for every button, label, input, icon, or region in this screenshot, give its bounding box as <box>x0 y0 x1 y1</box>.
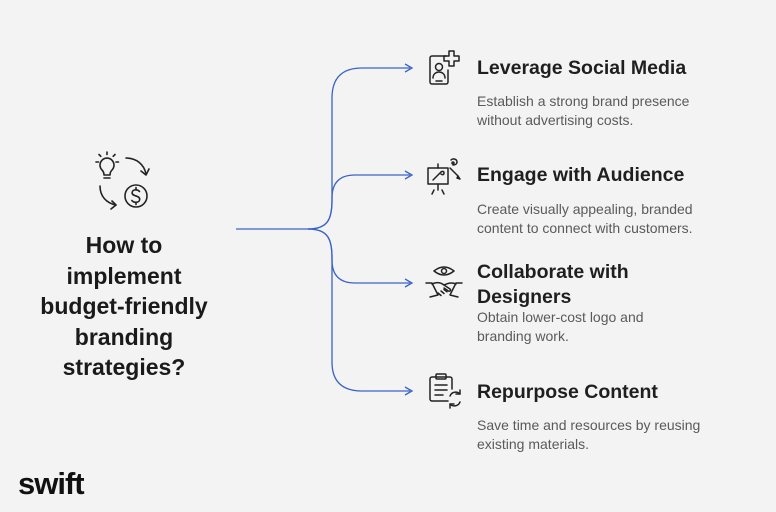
document-refresh-icon <box>429 373 461 409</box>
item-desc-collaborate-with-designers: Obtain lower-cost logo and branding work… <box>477 309 644 344</box>
connector-branch-1 <box>307 67 410 230</box>
item-desc-leverage-social-media: Establish a strong brand presence withou… <box>477 93 690 128</box>
item-title-engage-with-audience: Engage with Audience <box>477 164 685 186</box>
easel-brush-icon <box>427 158 461 195</box>
connector-branch-3 <box>307 228 410 284</box>
item-title-collaborate-with-designers: Collaborate with Designers <box>477 261 629 308</box>
item-title-leverage-social-media: Leverage Social Media <box>477 57 687 79</box>
arrowhead-1 <box>404 63 414 73</box>
diagram-title: How to implement budget-friendly brandin… <box>40 232 208 380</box>
swift-logo: swift <box>18 466 85 501</box>
arrowhead-2 <box>404 170 414 180</box>
profile-plus-icon <box>429 50 460 85</box>
connector-branch-4 <box>307 228 410 392</box>
lightbulb-dollar-cycle-icon <box>95 151 150 210</box>
arrowhead-4 <box>404 386 414 396</box>
item-desc-repurpose-content: Save time and resources by reusing exist… <box>477 417 701 452</box>
item-desc-engage-with-audience: Create visually appealing, branded conte… <box>477 201 693 236</box>
connector-branch-2 <box>307 174 410 230</box>
arrowhead-3 <box>404 278 414 288</box>
item-title-repurpose-content: Repurpose Content <box>477 381 658 403</box>
eye-handshake-icon <box>425 266 463 298</box>
